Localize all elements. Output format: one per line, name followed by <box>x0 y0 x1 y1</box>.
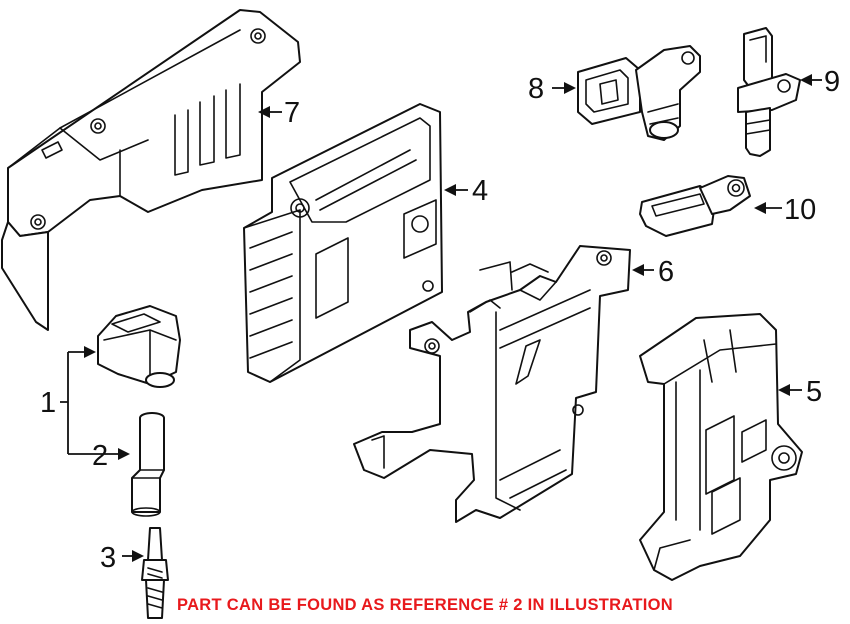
part-6-carrier-bracket <box>353 245 631 523</box>
part-7-cover-bracket <box>1 9 301 331</box>
part-9-crankshaft-sensor <box>737 27 801 157</box>
reference-note: PART CAN BE FOUND AS REFERENCE # 2 IN IL… <box>177 596 673 614</box>
callout-2: 2 <box>92 440 108 472</box>
callout-10: 10 <box>784 194 816 226</box>
callout-7: 7 <box>284 97 300 129</box>
callout-leaders <box>60 74 822 562</box>
callout-8: 8 <box>528 73 544 105</box>
callout-1: 1 <box>40 387 56 419</box>
part-10-knock-sensor <box>639 175 751 237</box>
callout-5: 5 <box>806 376 822 408</box>
part-3-spark-plug <box>141 527 169 619</box>
part-5-cover <box>639 313 803 581</box>
callout-9: 9 <box>824 66 840 98</box>
callout-3: 3 <box>100 542 116 574</box>
part-1-ignition-coil <box>97 305 181 388</box>
part-8-camshaft-sensor <box>577 45 701 141</box>
part-2-coil-boot <box>131 412 165 517</box>
callout-6: 6 <box>658 256 674 288</box>
part-4-control-module <box>243 103 443 383</box>
callout-4: 4 <box>472 175 488 207</box>
